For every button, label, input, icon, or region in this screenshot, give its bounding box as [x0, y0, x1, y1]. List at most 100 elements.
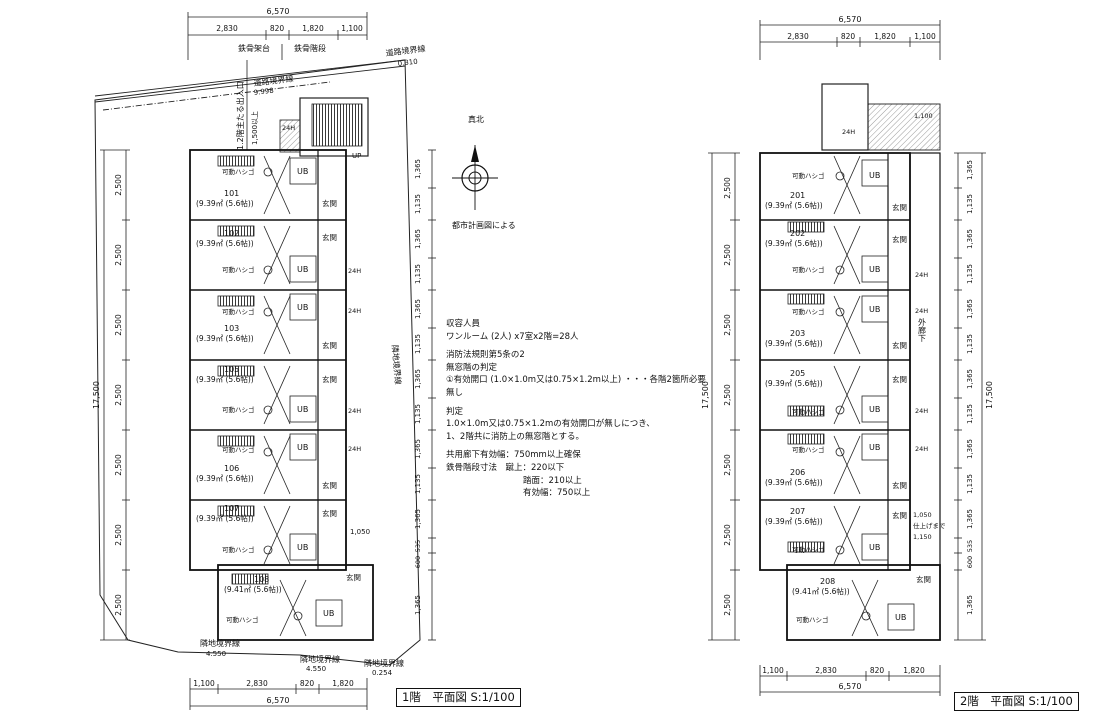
unit-208-number: 208	[820, 577, 835, 586]
unit-205-area: (9.39㎡ (5.6帖))	[765, 378, 823, 388]
floor2-plan: 6,570 2,830 820 1,820 1,100 17,500	[701, 15, 994, 696]
floor2-title: 2階 平面図 S:1/100	[954, 692, 1079, 711]
fire-code-notes: 収容人員 ワンルーム (2人) x7室x2階=28人 消防法規則第5条の2 無窓…	[446, 318, 746, 500]
vent-label: 24H	[915, 407, 928, 415]
floor2-right-dim-9: 1,365	[966, 439, 974, 459]
floor1-right-dim-10: 1,135	[414, 474, 422, 494]
floor2-overall-height: 17,500	[701, 381, 710, 409]
floor2-bottom-dim-3: 820	[870, 666, 885, 675]
opening-dimension: 1,050	[350, 528, 370, 536]
north-compass: 真北 都市計画図による	[452, 114, 516, 230]
floor1-plan: 6,570 2,830 820 1,820 1,100 鉄骨架台 鉄骨階段 道路…	[92, 7, 436, 710]
stair-dims-note: 鉄骨階段寸法 蹴上：220以下	[446, 462, 565, 473]
floor1-left-dimensions	[100, 149, 130, 641]
floor1-right-dim-13: 600	[414, 556, 422, 568]
ladder-label: 可動ハシゴ	[792, 265, 825, 274]
floor2-right-overall-height: 17,500	[985, 381, 994, 409]
ladder-label: 可動ハシゴ	[222, 307, 255, 316]
ladder-label: 可動ハシゴ	[222, 445, 255, 454]
unit-bath-label: UB	[869, 405, 880, 414]
floor2-top-dim-1: 2,830	[787, 32, 809, 41]
corridor-label: 外廊下	[918, 317, 927, 343]
vent-label: 24H	[842, 128, 855, 136]
capacity-heading: 収容人員	[446, 319, 481, 329]
floor1-left-dim-5: 2,500	[114, 454, 123, 476]
floor1-right-dim-9: 1,365	[414, 439, 422, 459]
compass-note: 都市計画図による	[452, 220, 516, 230]
floor1-bottom-dimensions	[189, 678, 368, 710]
floor2-left-dimensions	[708, 152, 740, 641]
unit-105-area: (9.39㎡ (5.6帖))	[196, 374, 254, 384]
floor2-top-dimensions	[759, 20, 941, 60]
floor1-overall-width: 6,570	[267, 7, 290, 16]
unit-bath-label: UB	[297, 265, 308, 274]
unit-bath-label: UB	[895, 613, 906, 622]
floor1-left-dim-4: 2,500	[114, 384, 123, 406]
road-boundary-dim: 0.310	[397, 58, 418, 68]
vent-label: 24H	[348, 445, 361, 453]
vent-label: 24H	[915, 271, 928, 279]
ladder-label: 可動ハシゴ	[792, 445, 825, 454]
ladder-label: 可動ハシゴ	[792, 171, 825, 180]
floor1-right-dim-7: 1,365	[414, 369, 422, 389]
unit-208-area: (9.41㎡ (5.6帖))	[792, 586, 850, 596]
ladder-label: 可動ハシゴ	[796, 615, 829, 624]
windowless-check: 無窓階の判定	[446, 362, 498, 373]
floor1-overall-width-bottom: 6,570	[267, 696, 290, 705]
floor2-right-dim-10: 1,135	[966, 474, 974, 494]
floor1-bottom-dim-4: 1,820	[332, 679, 354, 688]
floor2-left-dim-6: 2,500	[723, 524, 732, 546]
floor2-right-dim-6: 1,135	[966, 334, 974, 354]
road-boundary-label-2: 道路境界線	[253, 73, 294, 88]
judgement-line-1: 1.0×1.0m又は0.75×1.2mの有効開口が無しにつき、	[446, 419, 655, 430]
floor2-right-dim-8: 1,135	[966, 404, 974, 424]
entrance-label: 玄関	[892, 234, 907, 244]
floor2-unit-walls	[760, 219, 910, 501]
floor2-overall-width: 6,570	[839, 15, 862, 24]
unit-bath-label: UB	[297, 303, 308, 312]
floor2-right-dim-4: 1,135	[966, 264, 974, 284]
unit-bath-label: UB	[869, 265, 880, 274]
entrance-label: 玄関	[322, 232, 337, 242]
unit-103-area: (9.39㎡ (5.6帖))	[196, 333, 254, 343]
floor1-top-dimensions	[187, 12, 368, 60]
steel-stair-label: 鉄骨階段	[294, 43, 326, 53]
unit-102-area: (9.39㎡ (5.6帖))	[196, 238, 254, 248]
floor2-overall-width-bottom: 6,570	[839, 682, 862, 691]
unit-206-number: 206	[790, 468, 805, 477]
entrance-label: 玄関	[892, 480, 907, 490]
unit-108-number: 108	[254, 575, 269, 584]
floor2-unit-fixtures	[787, 155, 915, 637]
floor1-right-dim-12: 535	[414, 540, 422, 552]
unit-bath-label: UB	[869, 171, 880, 180]
floor2-room-tags: 玄関 玄関 玄関 玄関 玄関 玄関 玄関 可動ハシゴ 可動ハシゴ 可動ハシゴ 可…	[792, 112, 946, 624]
floor1-right-dim-1: 1,365	[414, 159, 422, 179]
floor1-left-dim-6: 2,500	[114, 524, 123, 546]
floor2-top-dim-3: 1,820	[874, 32, 896, 41]
floor2-left-dim-4: 2,500	[723, 384, 732, 406]
unit-bath-label: UB	[869, 543, 880, 552]
finish-dim-2: 1,150	[913, 533, 932, 541]
vent-label: 24H	[915, 307, 928, 315]
floor1-right-dim-4: 1,135	[414, 264, 422, 284]
unit-205-number: 205	[790, 369, 805, 378]
floor1-bottom-dim-2: 2,830	[246, 679, 268, 688]
floor1-top-dim-2: 820	[270, 24, 285, 33]
unit-bath-label: UB	[297, 443, 308, 452]
entrance-label: 玄関	[892, 374, 907, 384]
judgement-heading: 判定	[446, 406, 464, 417]
floor1-top-dim-4: 1,100	[341, 24, 363, 33]
floor1-site-boundary	[94, 59, 421, 666]
vent-label: 24H	[915, 445, 928, 453]
floor2-left-dim-1: 2,500	[723, 177, 732, 199]
entrance-label: 玄関	[322, 480, 337, 490]
unit-202-number: 202	[790, 229, 805, 238]
floor2-right-dim-3: 1,365	[966, 229, 974, 249]
floor2-right-dim-7: 1,365	[966, 369, 974, 389]
floor1-unit-walls	[190, 219, 346, 501]
floor2-right-dim-14: 1,365	[966, 595, 974, 615]
unit-201-area: (9.39㎡ (5.6帖))	[765, 200, 823, 210]
vent-label: 24H	[348, 307, 361, 315]
